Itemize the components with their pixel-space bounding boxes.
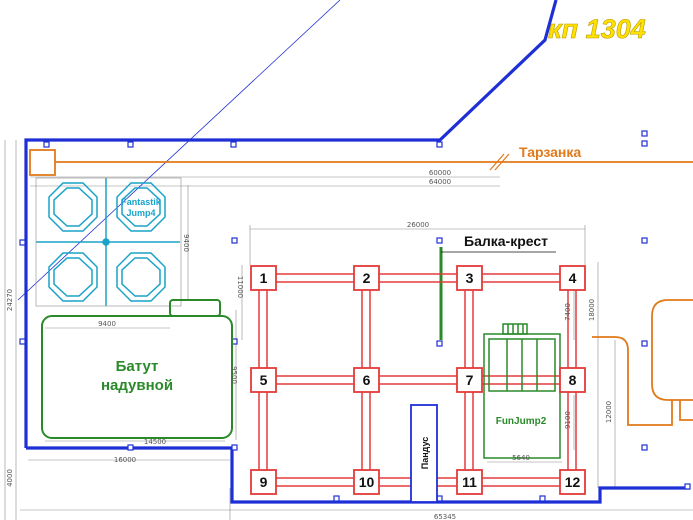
ramp <box>410 404 438 503</box>
dim-26000: 26000 <box>407 221 429 229</box>
dim-9100: 9100 <box>564 411 572 429</box>
dim-14500: 14500 <box>144 438 166 446</box>
dim-9400-vertical: 9400 <box>182 234 190 252</box>
dim-18000: 18000 <box>588 299 596 321</box>
funjump2 <box>483 323 561 459</box>
dim-64000: 64000 <box>429 178 451 186</box>
dim-24270: 24270 <box>6 289 14 311</box>
dim-5640: 5640 <box>512 454 530 462</box>
batut-label-line1: Батут <box>116 358 159 375</box>
batut-inflatable <box>41 299 233 439</box>
post-number-12: 12 <box>565 474 581 490</box>
dimension-lines <box>4 140 693 520</box>
post-boxes <box>250 265 586 495</box>
dim-65345: 65345 <box>434 513 456 520</box>
post-number-6: 6 <box>363 372 371 388</box>
site-boundary <box>17 0 690 504</box>
post-number-8: 8 <box>569 372 577 388</box>
zipline <box>29 149 693 176</box>
dim-9500: 9500 <box>230 366 238 384</box>
post-number-10: 10 <box>359 474 375 490</box>
zipline-label: Тарзанка <box>519 144 581 160</box>
funjump2-label: FunJump2 <box>496 416 547 427</box>
post-frame <box>258 273 577 487</box>
dim-16000: 16000 <box>114 456 136 464</box>
dim-11000: 11000 <box>236 276 244 298</box>
plan-title: кп 1304 <box>548 14 646 44</box>
post-number-5: 5 <box>260 372 268 388</box>
post-number-7: 7 <box>466 372 474 388</box>
post-number-4: 4 <box>569 270 577 286</box>
orange-structure <box>592 299 693 426</box>
dim-9400-horizontal: 9400 <box>98 320 116 328</box>
beam-cross-label: Балка-крест <box>464 233 548 249</box>
dim-4000: 4000 <box>6 469 14 487</box>
post-number-2: 2 <box>363 270 371 286</box>
batut-label-line2: надувной <box>101 377 173 394</box>
post-number-11: 11 <box>462 474 477 490</box>
ramp-label: Пандус <box>420 437 430 470</box>
fantastik-label-line1: Fantastik <box>121 197 162 207</box>
dim-12000: 12000 <box>605 401 613 423</box>
post-number-9: 9 <box>260 474 268 490</box>
fantastik-jump4 <box>35 177 182 307</box>
post-number-1: 1 <box>260 270 268 286</box>
post-number-3: 3 <box>466 270 474 286</box>
fantastik-label-line2: Jump4 <box>126 208 155 218</box>
dim-60000: 60000 <box>429 169 451 177</box>
post-markers <box>19 130 691 502</box>
dim-7400: 7400 <box>564 303 572 321</box>
